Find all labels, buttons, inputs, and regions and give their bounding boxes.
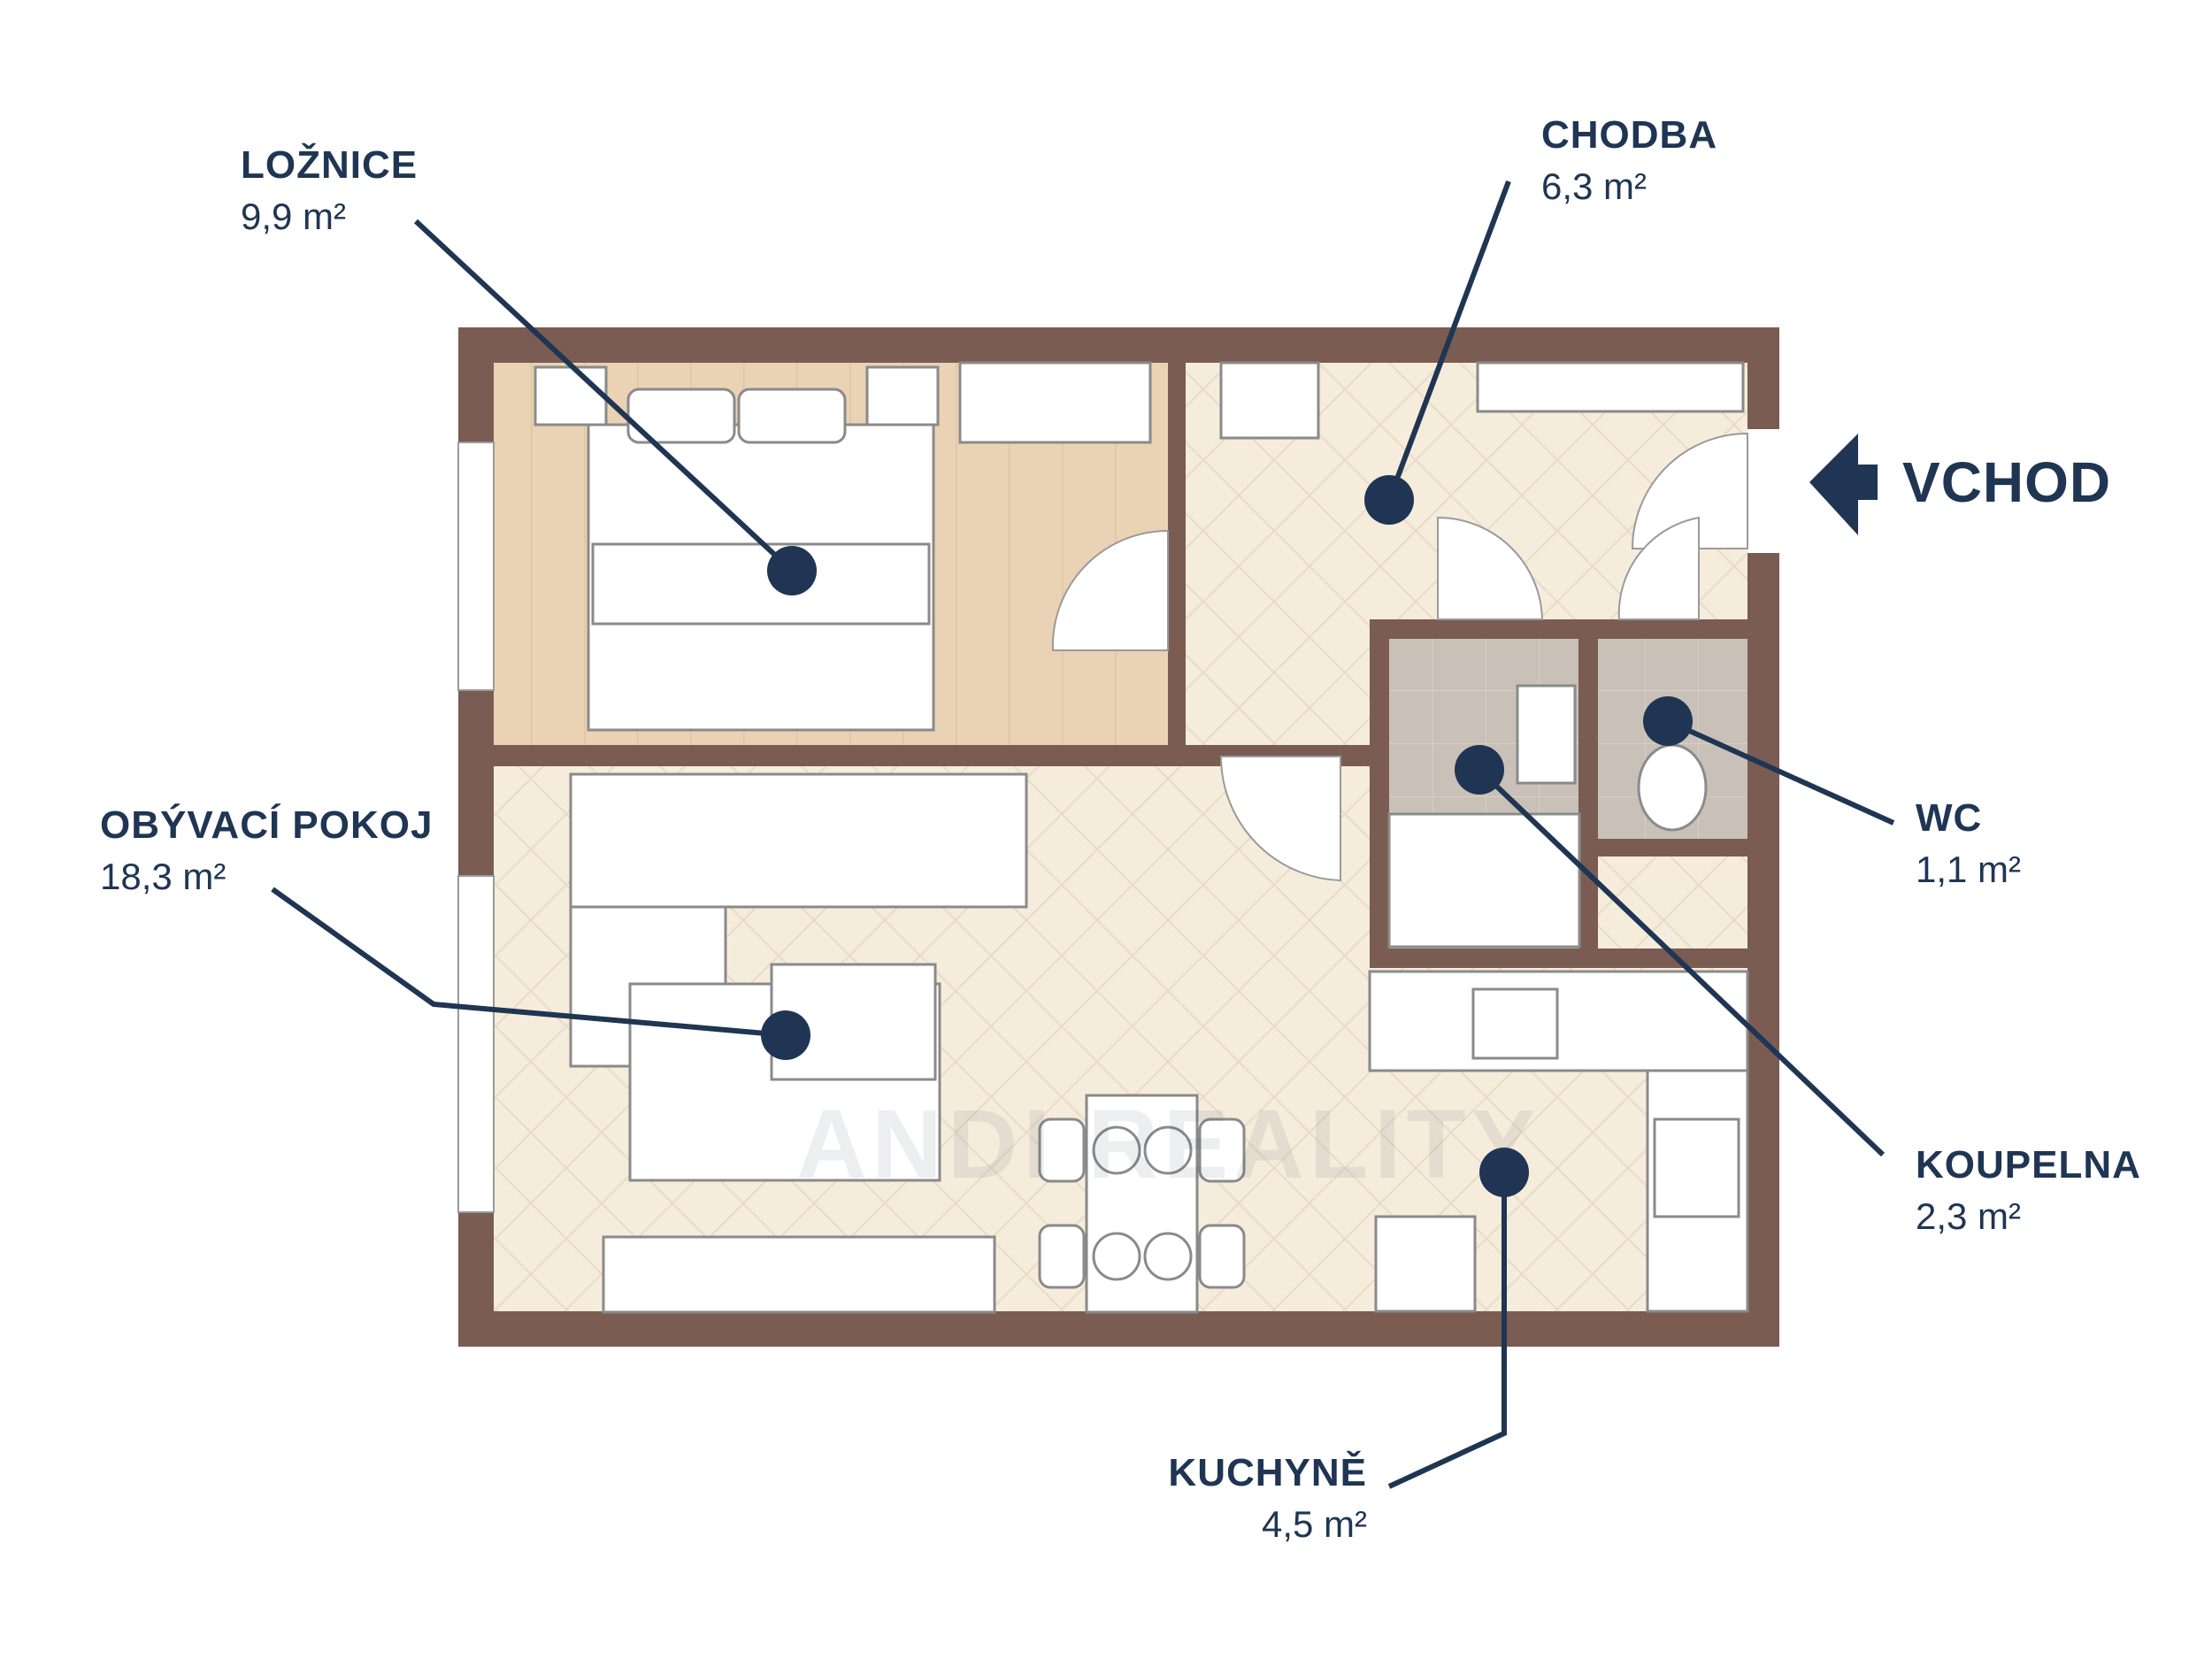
window-bedroom <box>457 442 495 691</box>
room-label-wc: WC 1,1 m² <box>1916 796 2021 891</box>
wardrobe <box>958 361 1152 444</box>
room-marker-loznice <box>767 546 817 595</box>
sofa <box>569 772 1028 909</box>
chair <box>1198 1118 1246 1183</box>
room-label-kuchyne: KUCHYNĚ 4,5 m² <box>1141 1451 1367 1546</box>
room-name: OBÝVACÍ POKOJ <box>100 803 434 847</box>
room-name: WC <box>1916 796 1983 840</box>
bathtub <box>1387 812 1581 949</box>
room-marker-obyvaci <box>761 1010 810 1060</box>
nightstand <box>534 365 608 426</box>
room-area: 1,1 m² <box>1916 848 2022 890</box>
room-label-obyvaci: OBÝVACÍ POKOJ 18,3 m² <box>100 803 433 898</box>
entrance-label: VCHOD <box>1902 450 2112 514</box>
arrow-left-icon <box>1858 465 1878 500</box>
room-marker-kuchyne <box>1479 1148 1529 1197</box>
plate <box>1143 1125 1193 1175</box>
nightstand <box>865 365 940 426</box>
wall-bath-left <box>1370 619 1389 966</box>
wall-bath-wc <box>1578 619 1598 966</box>
bathroom-door-swing <box>1437 516 1544 620</box>
pillow <box>737 388 847 444</box>
room-label-chodba: CHODBA 6,3 m² <box>1541 113 1717 208</box>
wall-bed-hall <box>1168 327 1186 757</box>
plate <box>1092 1125 1141 1175</box>
wall-bath-top <box>1370 619 1750 639</box>
room-area: 18,3 m² <box>100 855 227 897</box>
room-label-koupelna: KOUPELNA 2,3 m² <box>1916 1143 2141 1238</box>
entrance-opening <box>1747 429 1779 553</box>
leader-line-loznice <box>413 219 795 573</box>
room-name: LOŽNICE <box>241 143 419 187</box>
chair <box>1038 1224 1086 1289</box>
stove <box>1653 1118 1740 1218</box>
entrance-door-swing <box>1631 432 1748 549</box>
leader-line-koupelna <box>1477 767 1886 1157</box>
watermark: ANDI REALITY <box>796 1090 1541 1199</box>
leader-line-kuchyne <box>1387 1172 1507 1489</box>
fridge <box>1374 1215 1477 1313</box>
room-name: CHODBA <box>1541 113 1718 157</box>
wall-wc-bottom <box>1578 839 1751 856</box>
hall-shelf <box>1476 361 1745 413</box>
wc-door-swing <box>1617 516 1700 620</box>
leader-line-chodba <box>1386 180 1511 502</box>
window-living <box>457 875 495 1213</box>
room-marker-koupelna <box>1455 745 1504 795</box>
room-area: 4,5 m² <box>1261 1502 1367 1545</box>
hall-cabinet <box>1219 361 1320 440</box>
room-name: KOUPELNA <box>1916 1143 2141 1187</box>
room-marker-chodba <box>1364 475 1414 525</box>
toilet <box>1637 743 1708 832</box>
living-door-swing <box>1219 756 1341 882</box>
room-marker-wc <box>1643 696 1693 746</box>
room-area: 6,3 m² <box>1541 165 1647 207</box>
leader-line-wc <box>1666 718 1895 826</box>
wall-bath-bottom <box>1370 949 1750 968</box>
bed-blanket <box>591 542 931 626</box>
chair <box>1198 1224 1246 1289</box>
washbasin <box>1516 684 1577 785</box>
tv-console <box>602 1235 996 1314</box>
bedroom-door-swing <box>1051 529 1169 651</box>
leader-line-obyvaci <box>271 887 787 1038</box>
room-area: 9,9 m² <box>241 195 347 237</box>
plate <box>1143 1232 1193 1281</box>
room-area: 2,3 m² <box>1916 1194 2022 1237</box>
chair <box>1038 1118 1086 1183</box>
plate <box>1092 1232 1141 1281</box>
arrow-left-icon <box>1809 434 1858 535</box>
room-name: KUCHYNĚ <box>1168 1451 1367 1494</box>
room-label-loznice: LOŽNICE 9,9 m² <box>241 143 418 238</box>
wall-bed-living <box>458 745 1370 766</box>
kitchen-sink <box>1471 987 1559 1060</box>
